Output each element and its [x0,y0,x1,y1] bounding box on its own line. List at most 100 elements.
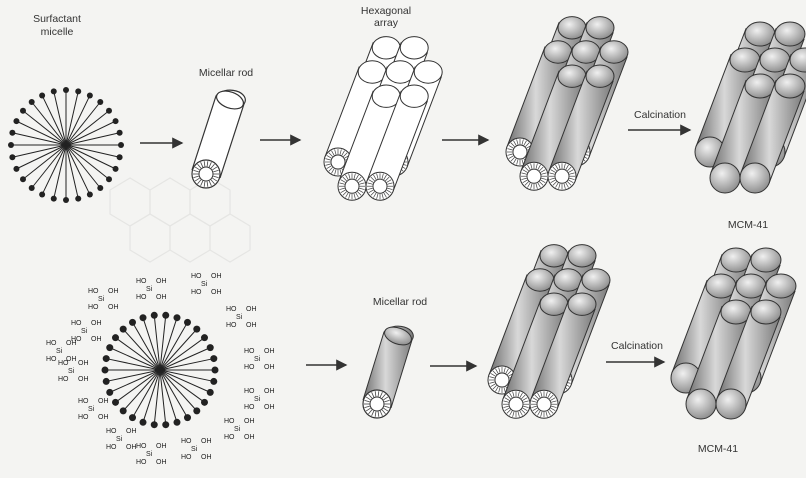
svg-text:OH: OH [126,444,137,451]
svg-text:Si: Si [146,286,153,293]
surfactant-head [162,421,169,428]
surfactant-head [103,378,110,385]
surfactant-head [103,355,110,362]
surfactant-head [140,314,147,321]
svg-text:HO: HO [136,443,147,450]
svg-text:OH: OH [201,438,212,445]
svg-text:HO: HO [191,273,202,280]
mcm41-structure-top [695,22,806,193]
svg-text:HO: HO [46,340,57,347]
hexagonal-label-line2: array [374,17,399,29]
svg-text:OH: OH [156,278,167,285]
silicate-group: HOOHSiHOOH [106,428,137,451]
svg-text:OH: OH [156,459,167,466]
surfactant-head [29,185,35,191]
calcination-label-bottom: Calcination [611,340,663,352]
surfactant-head [106,108,112,114]
svg-text:Si: Si [254,356,261,363]
svg-text:OH: OH [244,434,255,441]
mcm41-label-bottom: MCM-41 [698,443,738,455]
surfactant-head [120,407,127,414]
svg-text:OH: OH [246,322,257,329]
svg-text:HO: HO [58,376,69,383]
surfactant-head [87,192,93,198]
surfactant-head [120,326,127,333]
mcm41-structure-bottom [671,248,796,419]
surfactant-label-line1: Surfactant [33,13,81,25]
svg-text:OH: OH [108,304,119,311]
svg-text:OH: OH [98,414,109,421]
hexagonal-array-top [324,37,442,201]
surfactant-head [129,319,136,326]
surfactant-head [39,192,45,198]
mcm41-label-top: MCM-41 [728,219,768,231]
surfactant-head [75,196,81,202]
surfactant-head [113,166,119,172]
svg-text:HO: HO [78,398,89,405]
svg-text:HO: HO [136,294,147,301]
svg-text:HO: HO [106,444,117,451]
svg-text:HO: HO [136,459,147,466]
svg-text:HO: HO [78,414,89,421]
surfactant-head [201,334,208,341]
surfactant-head [20,108,26,114]
svg-text:OH: OH [264,404,275,411]
svg-text:OH: OH [156,294,167,301]
silicate-group: HOOHSiHOOH [136,443,167,466]
svg-text:OH: OH [201,454,212,461]
svg-text:OH: OH [211,289,222,296]
surfactant-head [193,407,200,414]
surfactant-head [106,389,113,396]
surfactant-head [106,344,113,351]
calcination-label-top: Calcination [634,109,686,121]
surfactant-head [39,92,45,98]
svg-text:OH: OH [264,348,275,355]
surfactant-head [207,389,214,396]
surfactant-head [162,312,169,319]
surfactant-head [63,197,69,203]
silicate-micelle [102,312,219,428]
svg-text:HO: HO [46,356,57,363]
svg-text:HO: HO [224,434,235,441]
surfactant-head [9,154,15,160]
surfactant-head [112,399,119,406]
svg-text:Si: Si [56,348,63,355]
surfactant-head [173,314,180,321]
svg-text:Si: Si [254,396,261,403]
svg-text:OH: OH [78,376,89,383]
surfactant-head [210,378,217,385]
surfactant-head [129,414,136,421]
svg-text:OH: OH [211,273,222,280]
surfactant-head [151,421,158,428]
surfactant-head [51,88,57,94]
svg-text:OH: OH [66,356,77,363]
svg-text:OH: OH [244,418,255,425]
surfactant-head [106,176,112,182]
surfactant-head [117,154,123,160]
surfactant-head [63,87,69,93]
micellar-rod-top [192,88,246,188]
svg-text:Si: Si [236,314,243,321]
svg-text:HO: HO [244,348,255,355]
svg-text:HO: HO [244,388,255,395]
surfactant-head [193,326,200,333]
surfactant-head [102,367,109,374]
svg-text:Si: Si [234,426,241,433]
surfactant-head [97,185,103,191]
surfactant-head [140,419,147,426]
micellar-rod-label-top: Micellar rod [199,67,253,79]
svg-text:Si: Si [116,436,123,443]
surfactant-head [75,88,81,94]
surfactant-head [97,99,103,105]
micellar-rod-bottom [363,324,414,418]
svg-text:OH: OH [98,398,109,405]
